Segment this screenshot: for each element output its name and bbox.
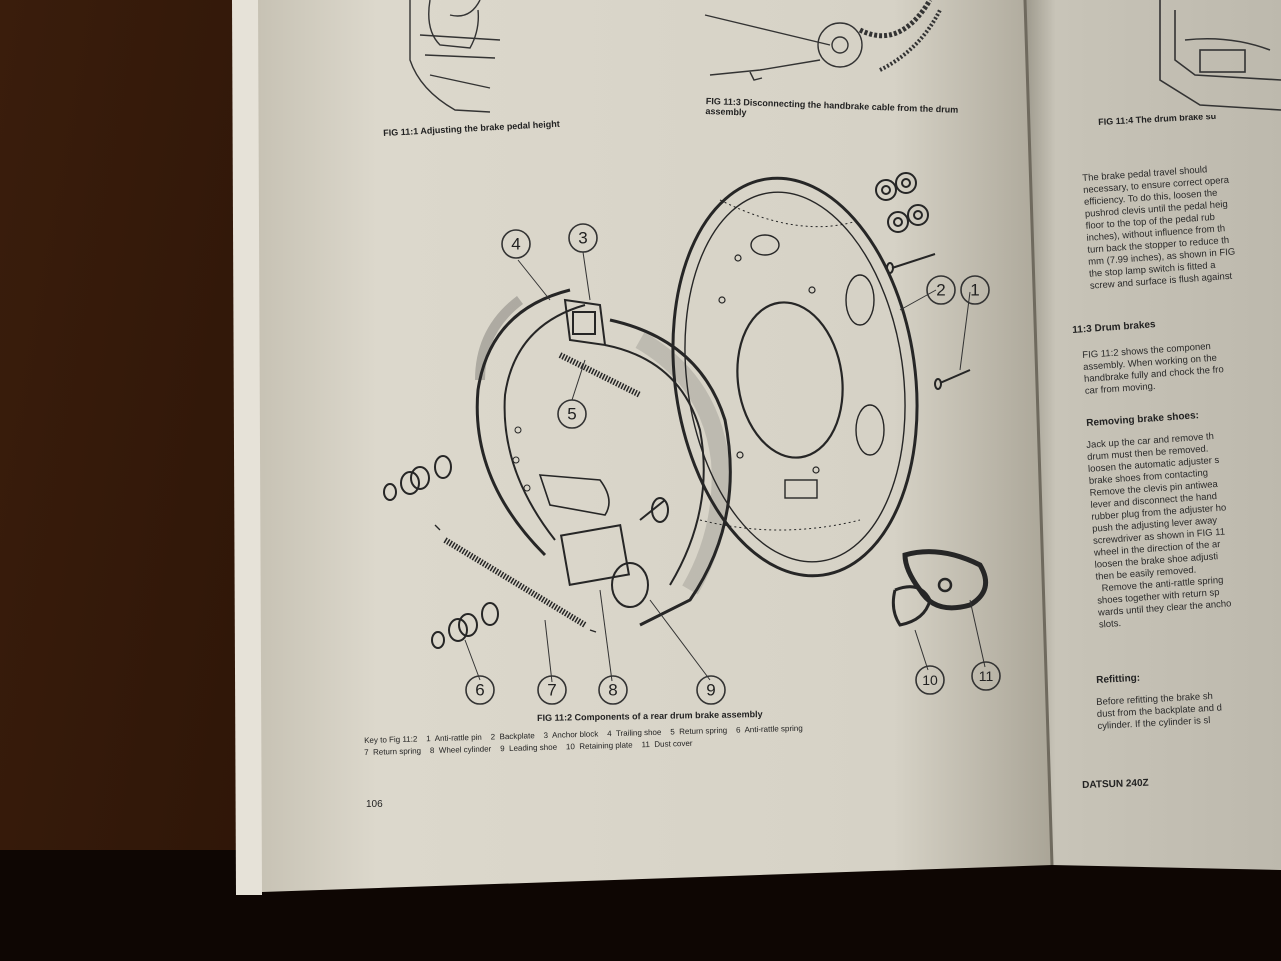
right-page-text-column: FIG 11:4 The drum brake su The brake ped…: [1060, 115, 1281, 815]
callout-11: 11: [979, 668, 994, 684]
callout-6: 6: [475, 681, 484, 700]
wheel-cylinder-drawing: [559, 497, 669, 608]
fig-11-4-caption: FIG 11:4 The drum brake su: [1098, 115, 1217, 127]
callout-circles: [465, 223, 1001, 705]
refitting-heading: Refitting:: [1096, 672, 1141, 686]
callout-10: 10: [922, 672, 938, 688]
callout-1: 1: [970, 281, 979, 300]
callout-4: 4: [511, 235, 520, 254]
right-page: [1025, 0, 1281, 870]
fig-11-4-drum-drawing: [1159, 0, 1281, 111]
backplate-drawing: [671, 176, 919, 578]
callout-9: 9: [706, 681, 715, 700]
fig-11-3-handbrake-drawing: [704, 0, 942, 81]
anti-rattle-springs-drawing: [383, 455, 499, 649]
anchor-block-drawing: [563, 298, 607, 347]
callout-7: 7: [547, 681, 556, 700]
drum-brakes-paragraph: FIG 11:2 shows the componen assembly. Wh…: [1082, 341, 1225, 397]
adjuster-lever-drawing: [538, 474, 610, 516]
fig-11-1-pedal-drawing: [409, 0, 501, 113]
callout-5: 5: [567, 405, 576, 424]
callout-2: 2: [936, 281, 945, 300]
book-edge: [232, 0, 262, 895]
brake-pedal-paragraph: The brake pedal travel should necessary,…: [1082, 164, 1236, 292]
drum-brakes-heading: 11:3 Drum brakes: [1072, 319, 1156, 336]
callout-leader-lines: [464, 251, 986, 683]
callout-8: 8: [608, 681, 617, 700]
refitting-paragraph: Before refitting the brake sh dust from …: [1096, 690, 1223, 732]
running-footer: DATSUN 240Z: [1082, 777, 1149, 791]
left-page: [258, 0, 1052, 892]
page-gutter: [1023, 0, 1054, 866]
trailing-shoe-drawing: [475, 288, 586, 557]
anti-rattle-pins-drawing: [875, 172, 971, 390]
page-number: 106: [366, 799, 383, 810]
callout-3: 3: [578, 229, 587, 248]
dust-cover-drawing: [891, 549, 989, 627]
return-spring-lower-drawing: [443, 537, 587, 628]
removing-brake-shoes-heading: Removing brake shoes:: [1086, 410, 1200, 429]
leading-shoe-drawing: [604, 318, 732, 627]
removing-brake-shoes-paragraph: Jack up the car and remove th drum must …: [1086, 431, 1232, 631]
spring-hooks: [434, 524, 597, 633]
callout-numbers: 4 3 5 1 2 6 7 8 9 10 11: [475, 229, 993, 700]
